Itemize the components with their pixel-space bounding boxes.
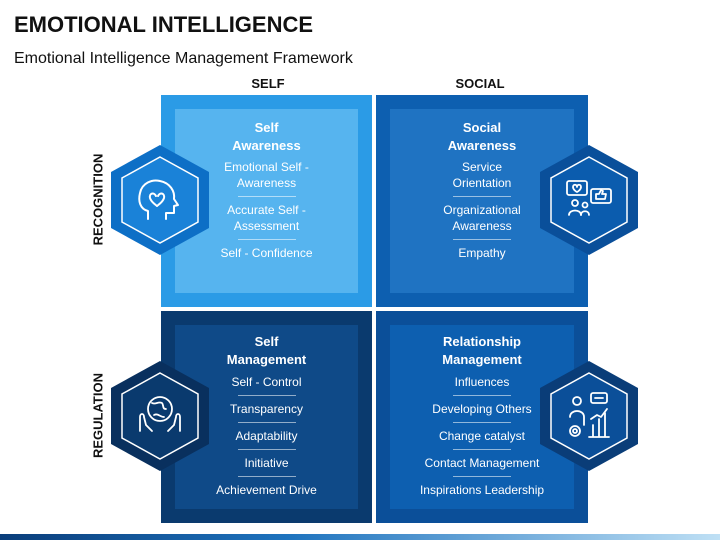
- row-label-recognition: RECOGNITION: [90, 153, 106, 246]
- quadrant-self-awareness: Self Awareness Emotional Self - Awarenes…: [161, 95, 372, 307]
- list-item: Transparency: [230, 402, 303, 416]
- presenter-chart-icon: [540, 361, 638, 471]
- quadrant-title-social-awareness: Social Awareness: [447, 120, 517, 153]
- list-item: Inspirations Leadership: [419, 483, 545, 497]
- row-label-regulation: REGULATION: [90, 373, 106, 458]
- list-item: Self - Control: [231, 375, 302, 389]
- column-label-self: SELF: [251, 76, 285, 91]
- list-item: Achievement Drive: [216, 483, 317, 497]
- list-item: Influences: [454, 375, 510, 389]
- list-item: Change catalyst: [438, 429, 526, 443]
- list-item: Accurate Self - Assessment: [227, 203, 306, 233]
- head-heart-icon: [111, 145, 209, 255]
- list-item: Organizational Awareness: [443, 203, 521, 233]
- quadrant-title-relationship-management: Relationship Management: [442, 334, 522, 367]
- bottom-accent-bar: [0, 534, 720, 540]
- page-subtitle: Emotional Intelligence Management Framew…: [14, 50, 353, 67]
- quadrant-self-awareness-background: [161, 95, 372, 307]
- hands-globe-icon: [111, 361, 209, 471]
- quadrant-title-self-management: Self Management: [226, 334, 307, 367]
- list-item: Empathy: [458, 246, 506, 260]
- list-item: Emotional Self - Awareness: [224, 160, 309, 190]
- column-label-social: SOCIAL: [455, 76, 505, 91]
- social-heart-like-icon: [540, 145, 638, 255]
- list-item: Service Orientation: [452, 160, 512, 190]
- quadrant-self-management-background: [161, 311, 372, 523]
- list-item: Self - Confidence: [220, 246, 313, 260]
- quadrant-social-awareness-background: [376, 95, 588, 307]
- quadrant-social-awareness: Social Awareness Service Orientation Org…: [376, 95, 588, 307]
- list-item: Developing Others: [432, 402, 532, 416]
- page-title: EMOTIONAL INTELLIGENCE: [14, 12, 314, 37]
- quadrant-title-self-awareness: Self Awareness: [232, 120, 301, 153]
- list-item: Initiative: [244, 456, 289, 470]
- quadrant-self-management: Self Management Self - Control Transpare…: [161, 311, 372, 523]
- list-item: Contact Management: [424, 456, 540, 470]
- list-item: Adaptability: [235, 429, 298, 443]
